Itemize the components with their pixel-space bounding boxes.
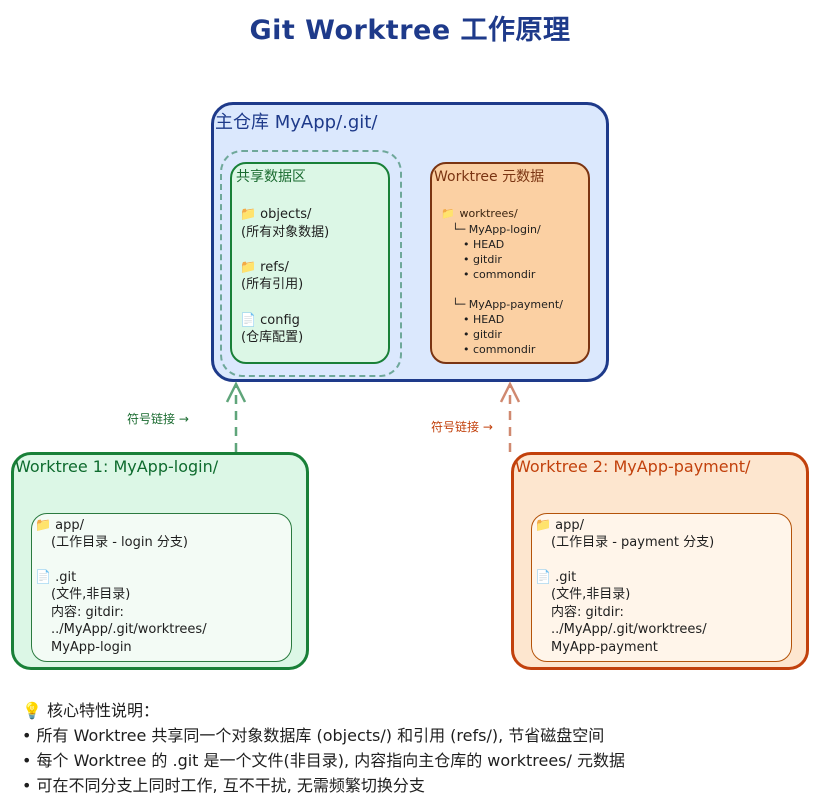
worktree1-git-desc: (文件,非目录) [51, 587, 131, 602]
worktree2-content-path: ../MyApp/.git/worktrees/ [551, 622, 707, 637]
shared-data-box [230, 162, 390, 364]
worktree1-git-name: .git [55, 570, 77, 585]
shared-data-title: 共享数据区 [236, 169, 306, 185]
worktree-metadata-box [430, 162, 590, 364]
meta-branch-payment: └─ MyApp-payment/ [452, 298, 563, 311]
folder-icon: 📁 [240, 207, 257, 222]
features-title: 核心特性说明： [47, 701, 160, 720]
worktree2-git-desc: (文件,非目录) [551, 587, 631, 602]
meta-payment-file: • gitdir [463, 328, 502, 341]
refs-desc: (所有引用) [241, 277, 304, 292]
objects-desc: (所有对象数据) [241, 225, 330, 240]
meta-branch-login: └─ MyApp-login/ [452, 223, 541, 236]
objects-entry: 📁 objects/ [240, 206, 311, 223]
file-icon: 📄 [35, 570, 52, 585]
worktree2-app-name: app/ [555, 518, 584, 533]
worktree1-git-entry: 📄 .git [35, 569, 76, 586]
meta-login-file: • HEAD [463, 238, 505, 251]
worktree1-content-label: 内容: gitdir: [51, 605, 124, 620]
left-symlink-label: 符号链接 → [127, 412, 189, 426]
worktree2-git-name: .git [555, 570, 577, 585]
features-heading: 💡 核心特性说明： [22, 700, 159, 722]
worktrees-dir-name: worktrees/ [459, 207, 518, 220]
worktree-metadata-title: Worktree 元数据 [434, 169, 545, 185]
left-symlink-arrow [225, 381, 247, 452]
config-entry: 📄 config [240, 312, 300, 329]
refs-name: refs/ [260, 260, 289, 275]
right-symlink-label: 符号链接 → [431, 420, 493, 434]
folder-icon: 📁 [441, 207, 455, 220]
worktree2-app-desc: (工作目录 - payment 分支) [551, 535, 715, 550]
meta-login-file: • commondir [463, 268, 536, 281]
shared-area-dashed-outline [220, 150, 402, 377]
config-desc: (仓库配置) [241, 330, 304, 345]
right-symlink-arrow [499, 381, 521, 452]
file-icon: 📄 [535, 570, 552, 585]
worktree2-app-entry: 📁 app/ [535, 517, 584, 534]
objects-name: objects/ [260, 207, 312, 222]
diagram-title: Git Worktree 工作原理 [249, 15, 571, 46]
worktrees-dir-entry: 📁 worktrees/ [440, 206, 518, 221]
worktree2-content-target: MyApp-payment [551, 640, 658, 655]
worktree2-title: Worktree 2: MyApp-payment/ [515, 457, 751, 476]
config-name: config [260, 313, 300, 328]
feature-item: • 可在不同分支上同时工作, 互不干扰, 无需频繁切换分支 [22, 776, 425, 795]
worktree1-title: Worktree 1: MyApp-login/ [15, 457, 219, 476]
main-repo-title: 主仓库 MyApp/.git/ [215, 112, 378, 133]
worktree1-inner-box [31, 513, 292, 662]
file-icon: 📄 [240, 313, 257, 328]
worktree2-git-entry: 📄 .git [535, 569, 576, 586]
meta-login-file: • gitdir [463, 253, 502, 266]
worktree1-app-name: app/ [55, 518, 84, 533]
worktree1-content-target: MyApp-login [51, 640, 132, 655]
meta-payment-file: • HEAD [463, 313, 505, 326]
meta-payment-file: • commondir [463, 343, 536, 356]
lightbulb-icon: 💡 [22, 701, 42, 720]
worktree1-app-entry: 📁 app/ [35, 517, 84, 534]
folder-icon: 📁 [535, 518, 552, 533]
worktree1-app-desc: (工作目录 - login 分支) [51, 535, 188, 550]
folder-icon: 📁 [35, 518, 52, 533]
worktree2-inner-box [531, 513, 792, 662]
feature-item: • 所有 Worktree 共享同一个对象数据库 (objects/) 和引用 … [22, 726, 605, 745]
refs-entry: 📁 refs/ [240, 259, 289, 276]
worktree1-content-path: ../MyApp/.git/worktrees/ [51, 622, 207, 637]
folder-icon: 📁 [240, 260, 257, 275]
worktree2-content-label: 内容: gitdir: [551, 605, 624, 620]
feature-item: • 每个 Worktree 的 .git 是一个文件(非目录), 内容指向主仓库… [22, 751, 625, 770]
